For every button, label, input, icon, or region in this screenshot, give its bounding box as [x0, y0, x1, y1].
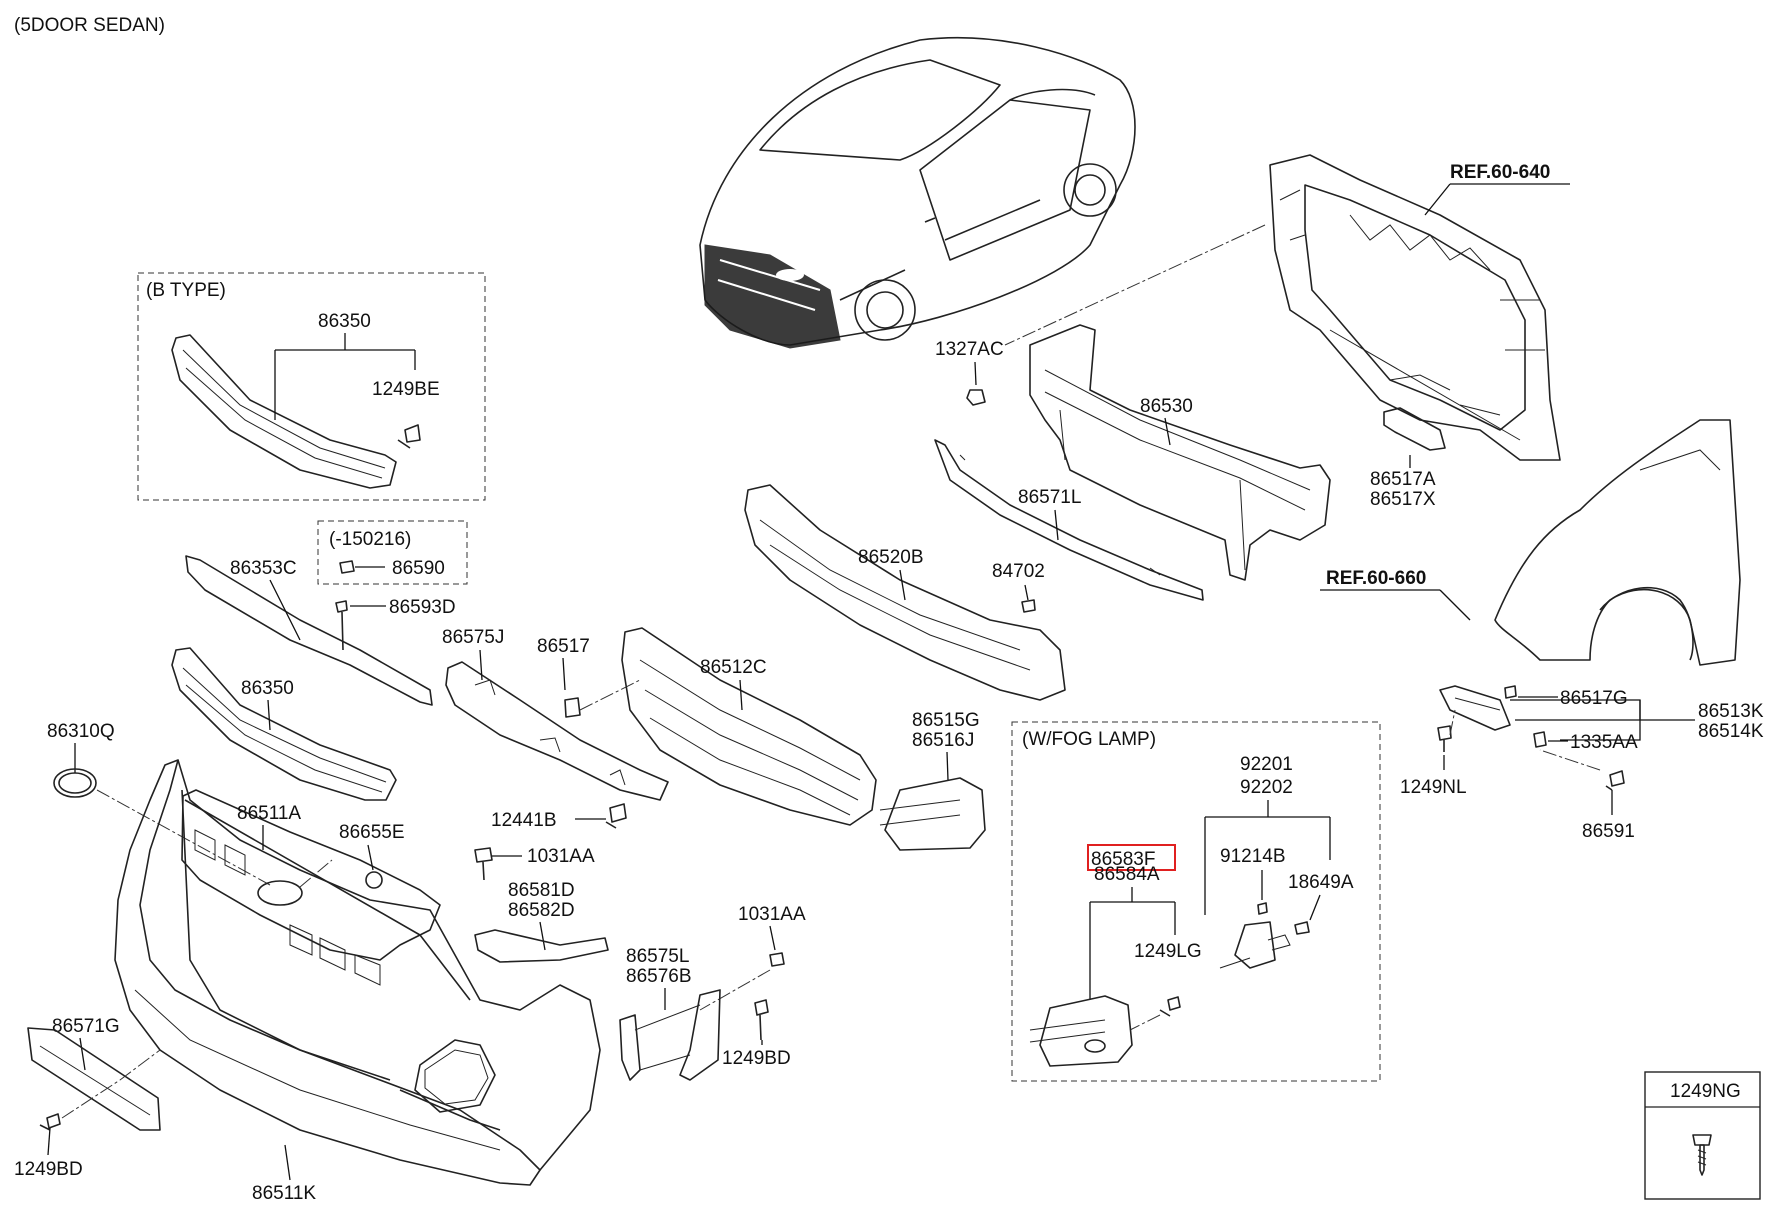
label-1327AC: 1327AC [935, 339, 1004, 360]
label-86575L: 86575L [626, 946, 689, 967]
cap-86517-icon [564, 697, 581, 718]
label-86517G: 86517G [1560, 688, 1628, 709]
nut-1327ac-icon [966, 389, 986, 406]
label-92202: 92202 [1240, 777, 1293, 798]
label-91214B: 91214B [1220, 846, 1286, 867]
bumper-grille-86511a-illustration [181, 789, 441, 986]
label-86310Q: 86310Q [47, 721, 115, 742]
label-86515G: 86515G [912, 710, 980, 731]
label-12441B: 12441B [491, 810, 557, 831]
bracket-86575l-illustration [619, 989, 721, 1081]
bracket-86517a-illustration [1383, 407, 1446, 451]
label-86591: 86591 [1582, 821, 1635, 842]
clip-84702-icon [1021, 599, 1036, 613]
b-type-grille-illustration [171, 334, 397, 489]
label-1249BD-a: 1249BD [722, 1048, 791, 1069]
clip-86590-icon [339, 560, 355, 574]
bolt-12441b-icon [605, 803, 627, 829]
date-code-label: (-150216) [329, 529, 411, 550]
bracket-86581d-illustration [474, 929, 609, 963]
label-86350: 86350 [241, 678, 294, 699]
label-86517: 86517 [537, 636, 590, 657]
label-86517A: 86517A [1370, 469, 1436, 490]
bumper-strip-86571l-illustration [934, 439, 1204, 601]
grille-cover-86353c-illustration [185, 555, 433, 706]
label-1249BE: 1249BE [372, 379, 440, 400]
fog-lamp-cover-illustration [879, 777, 986, 851]
label-86517X: 86517X [1370, 489, 1436, 510]
clip-86517g-icon [1504, 685, 1517, 699]
diagram-title: (5DOOR SEDAN) [14, 15, 165, 36]
screw-1249bd-a-icon [754, 999, 769, 1041]
front-fender-illustration [1494, 419, 1741, 666]
kia-emblem-icon [53, 768, 97, 798]
clip-1031aa-a-icon [474, 847, 493, 881]
label-86520B: 86520B [858, 547, 924, 568]
screw-1249bd-plate-icon [39, 1113, 61, 1131]
b-type-label: (B TYPE) [146, 280, 226, 301]
license-plate-bracket-illustration [27, 1027, 161, 1131]
label-86350-btype: 86350 [318, 311, 371, 332]
label-86511A: 86511A [237, 803, 301, 824]
label-86581D: 86581D [508, 880, 575, 901]
label-86575J: 86575J [442, 627, 504, 648]
ref-60-640-label: REF.60-640 [1450, 162, 1550, 183]
label-86516J: 86516J [912, 730, 974, 751]
fog-lamp-assembly-illustration [1219, 902, 1310, 969]
label-86512C: 86512C [700, 657, 767, 678]
screw-1249nl-icon [1437, 725, 1452, 752]
label-86353C: 86353C [230, 558, 297, 579]
legend-box [1644, 1071, 1761, 1200]
label-18649A: 18649A [1288, 872, 1354, 893]
vehicle-overview-illustration [699, 36, 1136, 349]
label-86513K: 86513K [1698, 701, 1764, 722]
label-1249BD-plate: 1249BD [14, 1159, 83, 1180]
legend-part-label: 1249NG [1670, 1081, 1741, 1102]
label-86514K: 86514K [1698, 721, 1764, 742]
screw-1249BE-icon [397, 424, 421, 449]
bumper-beam-86530-illustration [1029, 324, 1331, 581]
clip-86655e-icon [365, 871, 383, 889]
label-86571G: 86571G [52, 1016, 120, 1037]
label-1335AA: 1335AA [1570, 732, 1638, 753]
fog-lamp-label: (W/FOG LAMP) [1022, 729, 1156, 750]
label-86655E: 86655E [339, 822, 405, 843]
side-bracket-86513k-illustration [1439, 685, 1511, 731]
date-code-box [317, 520, 468, 585]
screw-86591-icon [1605, 770, 1625, 791]
label-86576B: 86576B [626, 966, 692, 987]
fog-lamp-bezel-illustration [1029, 995, 1133, 1067]
label-86530: 86530 [1140, 396, 1193, 417]
b-type-box [137, 272, 486, 501]
label-1249LG: 1249LG [1134, 941, 1202, 962]
label-86590: 86590 [392, 558, 445, 579]
label-86582D: 86582D [508, 900, 575, 921]
bumper-bracket-86575j-illustration [445, 661, 669, 801]
label-86511K: 86511K [252, 1183, 316, 1204]
clip-1031aa-b-icon [769, 952, 785, 967]
energy-absorber-86520b-illustration [744, 484, 1066, 701]
fog-lamp-box [1011, 721, 1381, 1082]
highlight-86583F [1087, 844, 1176, 871]
label-86593D: 86593D [389, 597, 456, 618]
radiator-grille-86350-illustration [171, 647, 397, 801]
ref-60-660-label: REF.60-660 [1326, 568, 1426, 589]
label-1031AA-a: 1031AA [527, 846, 595, 867]
label-92201: 92201 [1240, 754, 1293, 775]
clip-1335aa-icon [1533, 731, 1547, 748]
label-86583F: 86583F [1091, 849, 1155, 870]
screw-1249lg-icon [1159, 996, 1181, 1017]
lower-grille-86512c-illustration [621, 627, 877, 826]
label-86584A: 86584A [1094, 864, 1160, 885]
radiator-support-illustration [1269, 154, 1561, 461]
label-84702: 84702 [992, 561, 1045, 582]
label-1031AA-b: 1031AA [738, 904, 806, 925]
screw-86593d-icon [335, 600, 348, 651]
label-86571L: 86571L [1018, 487, 1081, 508]
screw-1249ng-icon [1692, 1134, 1712, 1176]
label-1249NL: 1249NL [1400, 777, 1467, 798]
